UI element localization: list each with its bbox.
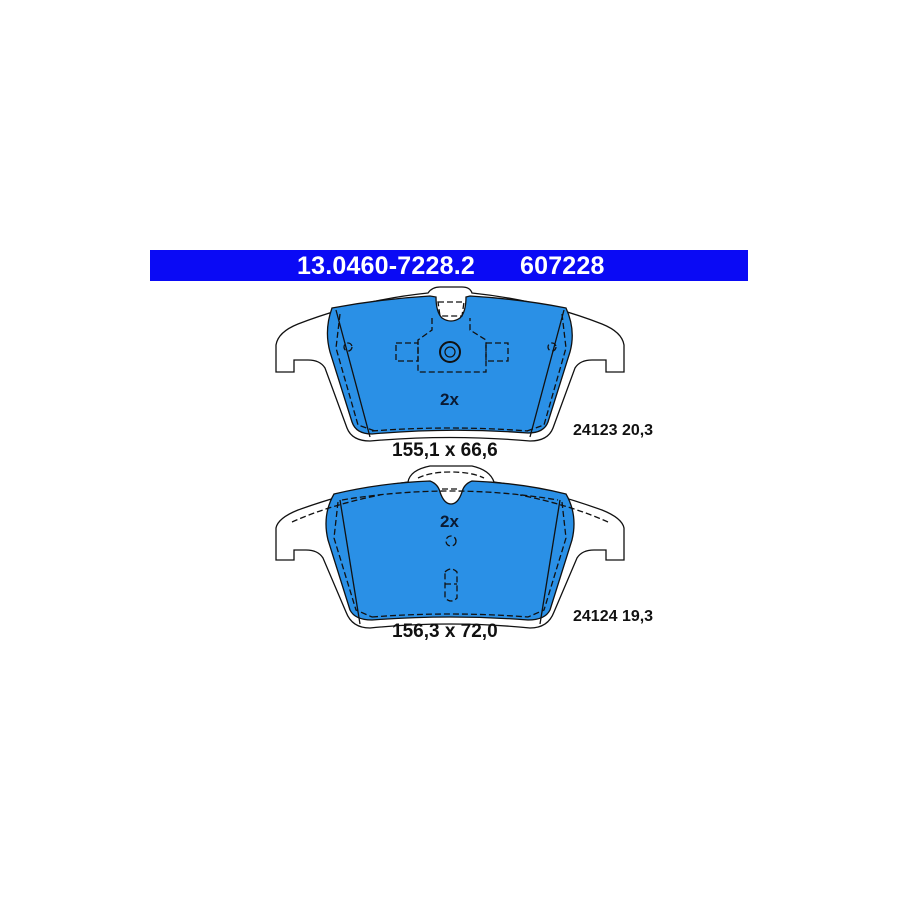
sensor-ring-outer [439,341,461,363]
header-band [150,250,748,281]
chamfer-line-right [529,309,565,438]
brake-pad-top [275,286,625,442]
chamfer-line-right [539,499,561,625]
pad-bottom-quantity: 2x [440,512,459,531]
part-number: 13.0460-7228.2 [297,252,475,280]
friction-material [326,295,573,435]
chamfer-line-left [335,309,371,438]
hidden-edges [335,301,567,432]
ref-number: 607228 [520,252,605,280]
friction-material [325,480,575,621]
hidden-edges [291,471,609,618]
pad-top-code: 24123 20,3 [573,422,654,439]
pad-bottom-code: 24124 19,3 [573,608,654,625]
sensor-ring-inner [444,346,456,358]
pad-bottom-dimensions: 156,3 x 72,0 [392,621,498,642]
chamfer-line-left [339,499,361,625]
brake-pad-bottom [275,465,625,629]
pad-top-dimensions: 155,1 x 66,6 [392,440,498,461]
pad-top-quantity: 2x [440,390,459,409]
